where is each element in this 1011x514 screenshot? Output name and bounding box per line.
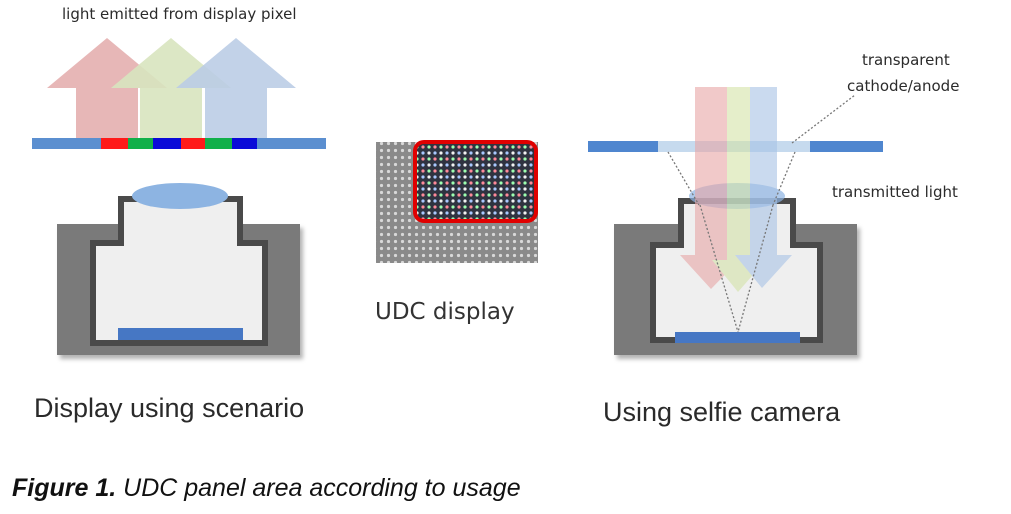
electrode-label-line1: transparent: [862, 51, 950, 69]
subpixel-blue: [153, 138, 181, 149]
transmitted-light-label: transmitted light: [832, 183, 958, 201]
right-panel-selfie-camera: [588, 87, 883, 355]
display-panel-right-segment: [810, 141, 883, 152]
figure-caption-text: UDC panel area according to usage: [116, 474, 521, 502]
electrode-label-line2: cathode/anode: [847, 77, 960, 95]
electrode-leader-line: [791, 94, 856, 144]
subpixel-row: [101, 138, 257, 149]
green-transmitted-arrow: [712, 87, 766, 292]
subpixel-red: [181, 138, 205, 149]
camera-module: [57, 183, 300, 355]
blue-light-arrow: [176, 38, 296, 138]
selfie-camera-label: Using selfie camera: [603, 397, 841, 427]
red-light-arrow: [47, 38, 167, 138]
red-transmitted-arrow: [680, 87, 744, 289]
subpixel-red: [101, 138, 128, 149]
image-sensor: [675, 332, 800, 343]
udc-area-highlight: [413, 140, 538, 223]
green-light-arrow: [111, 38, 231, 138]
display-panel-left-segment: [588, 141, 658, 152]
subpixel-blue: [232, 138, 257, 149]
image-sensor: [118, 328, 243, 340]
light-cone-lines: [667, 94, 856, 333]
transmitted-light-arrows: [680, 87, 792, 292]
camera-cavity: [90, 196, 268, 346]
subpixel-green: [128, 138, 153, 149]
emitted-light-arrows: [47, 38, 296, 138]
emitted-light-label: light emitted from display pixel: [62, 5, 297, 23]
subpixel-green: [205, 138, 232, 149]
udc-display-label: UDC display: [375, 299, 515, 325]
left-panel-display-scenario: [32, 38, 326, 355]
middle-panel-udc-display: [376, 140, 538, 263]
figure-caption: Figure 1. UDC panel area according to us…: [12, 474, 521, 503]
camera-lens: [132, 183, 228, 209]
display-scenario-label: Display using scenario: [34, 393, 305, 423]
blue-transmitted-arrow: [735, 87, 792, 288]
figure-caption-number: Figure 1.: [12, 474, 117, 502]
